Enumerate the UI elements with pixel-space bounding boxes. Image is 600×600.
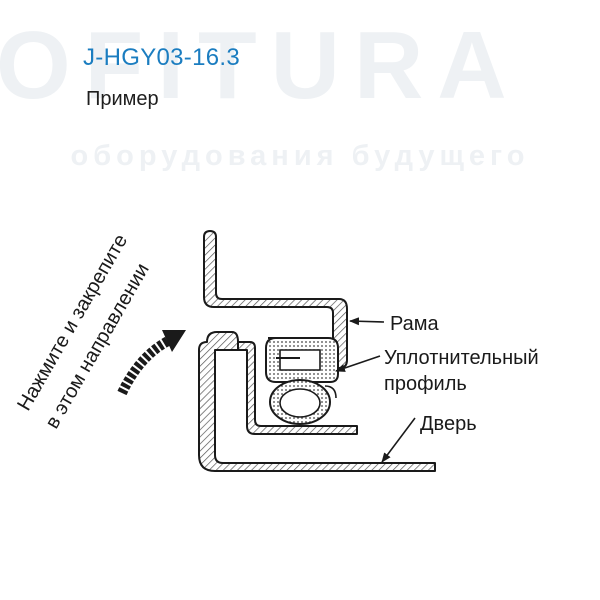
door-panel [198,331,436,472]
watermark-tagline: оборудования будущего [70,140,530,172]
watermark-brand: OFITURA [0,12,521,119]
seal-label-line2: профиль [384,373,467,395]
frame-label: Рама [390,313,440,335]
seal-label-line1: Уплотнительный [384,347,539,369]
door-leader [381,417,416,463]
press-direction-arrowhead [162,330,186,352]
door-flange [237,341,358,435]
press-direction-arrow [117,335,173,396]
frame-profile [203,230,348,369]
model-code: J-HGY03-16.3 [83,44,240,71]
frame-leader [349,317,385,326]
subtitle: Пример [86,88,159,110]
sealing-profile [265,337,339,425]
door-label: Дверь [420,413,477,435]
seal-leader [335,355,381,372]
